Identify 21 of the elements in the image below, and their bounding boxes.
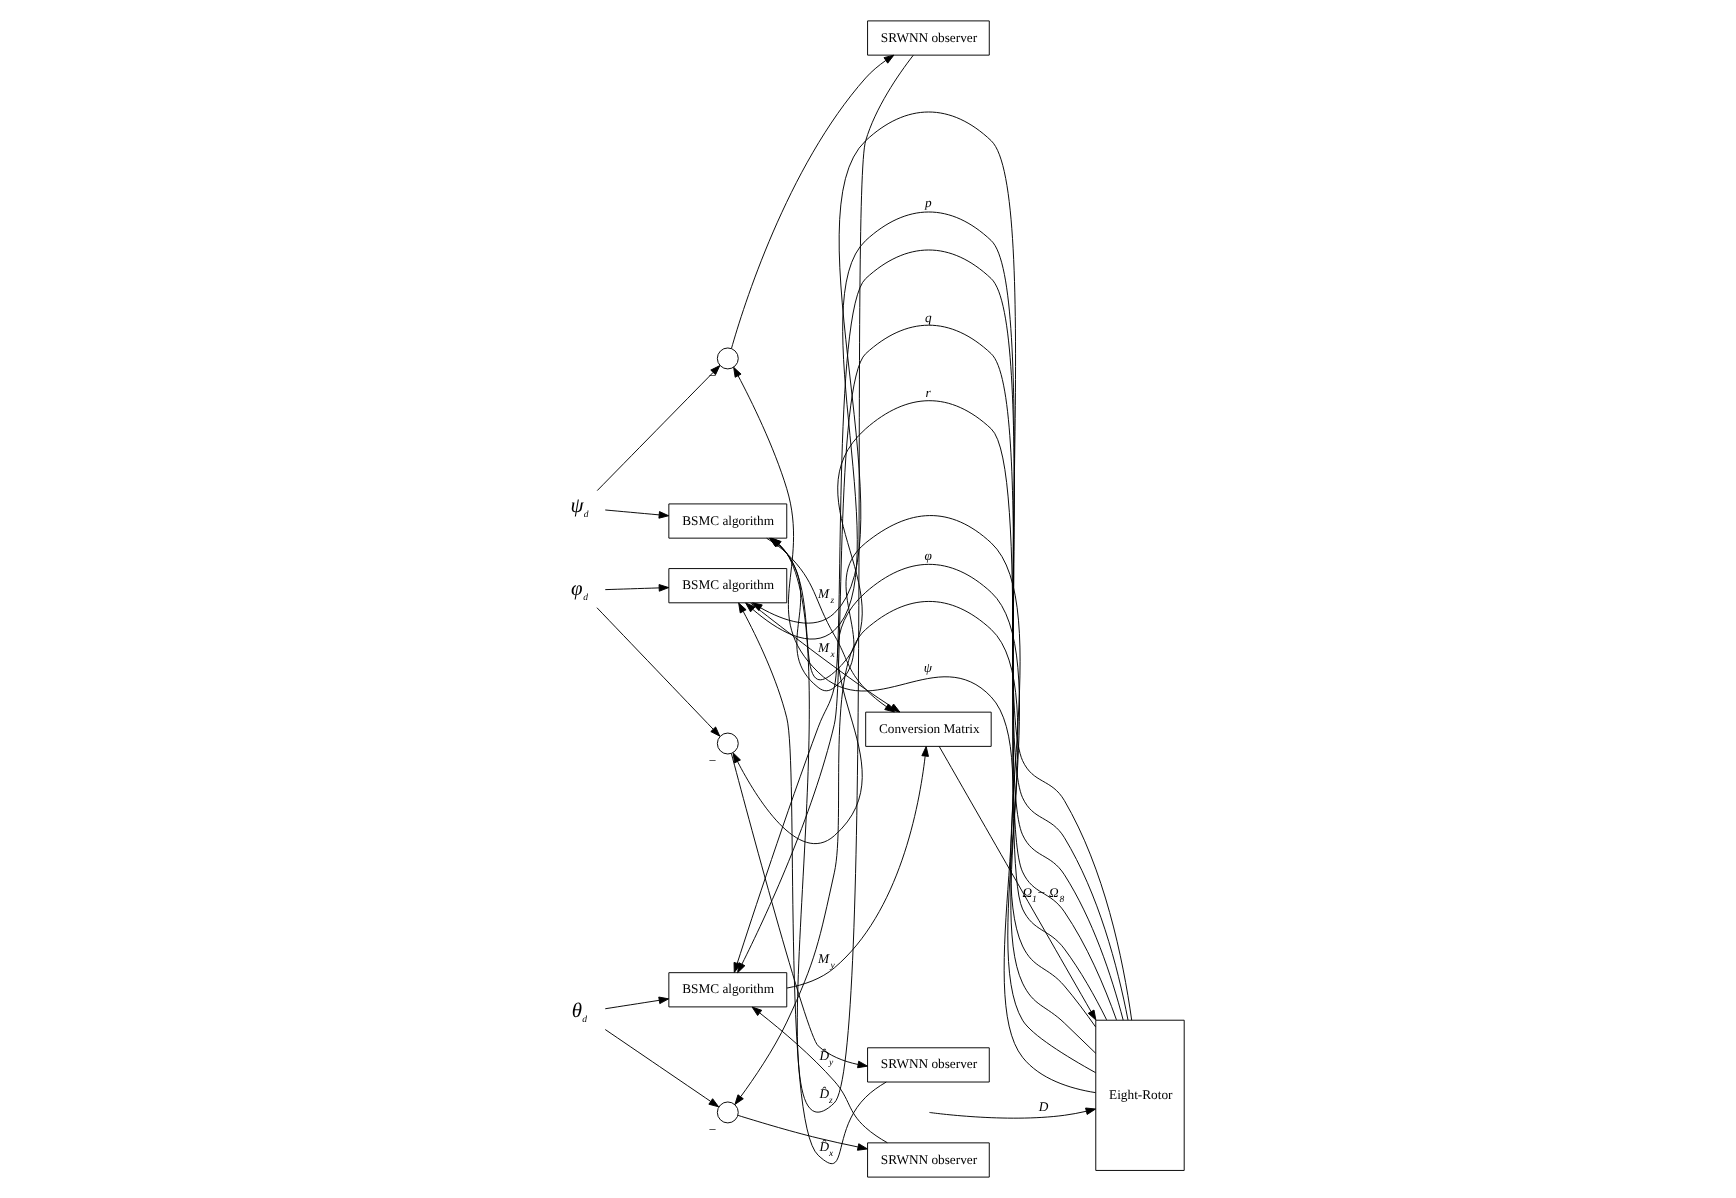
arrow <box>927 1107 1096 1119</box>
arrow <box>750 1006 887 1144</box>
arrow <box>595 607 720 737</box>
arrow <box>603 509 669 519</box>
node-circle <box>715 732 738 755</box>
arrow <box>603 996 669 1010</box>
arrow <box>749 602 900 713</box>
arrow <box>603 1029 719 1108</box>
node-circle <box>715 1101 738 1124</box>
arrow <box>603 584 669 592</box>
arrow <box>732 366 1095 1094</box>
arrow <box>937 745 1096 1021</box>
arrow <box>730 54 894 349</box>
arrow <box>737 602 886 1164</box>
arrow <box>785 746 928 989</box>
arrow <box>733 600 1095 1105</box>
arrow <box>729 753 867 1069</box>
arrow <box>736 1114 867 1151</box>
arrow <box>595 365 720 492</box>
arrow <box>731 563 1096 1054</box>
node-circle <box>715 347 738 370</box>
